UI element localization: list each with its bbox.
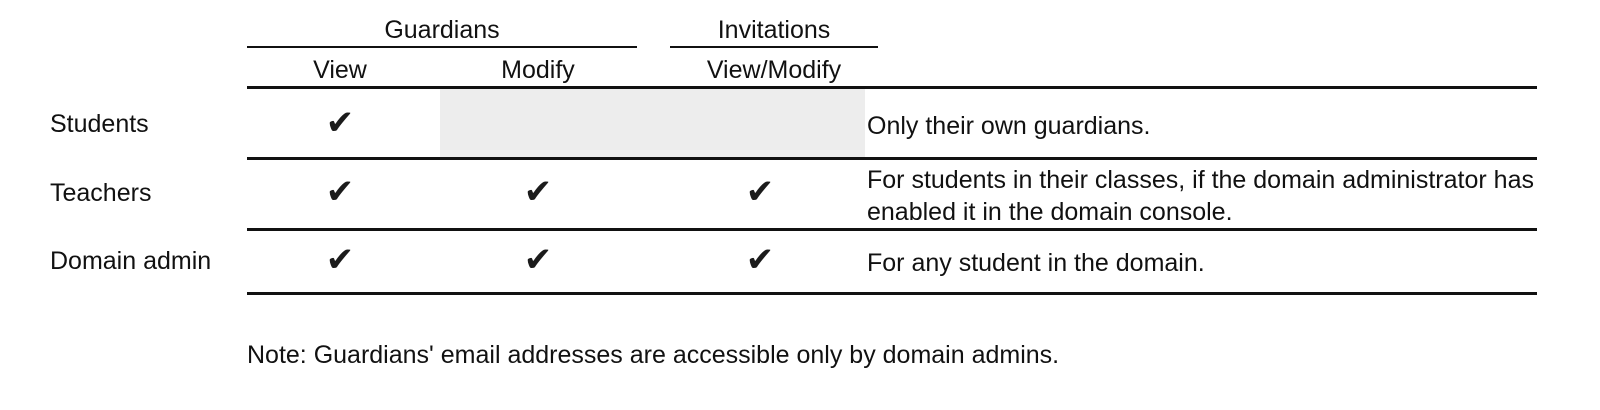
check-domain-admin-guardians-view: ✔	[325, 240, 355, 280]
description-teachers: For students in their classes, if the do…	[867, 166, 1534, 226]
group-rule-guardians	[247, 46, 637, 48]
column-header-guardians-modify: Modify	[501, 56, 575, 84]
row-rule-after-students	[247, 157, 1537, 160]
column-header-invitations-view-modify: View/Modify	[706, 56, 842, 84]
table-bottom-rule	[247, 292, 1537, 295]
group-header-invitations: Invitations	[717, 16, 831, 44]
description-domain-admin: For any student in the domain.	[867, 249, 1205, 277]
check-teachers-guardians-modify: ✔	[523, 172, 553, 212]
row-label-domain-admin: Domain admin	[50, 247, 212, 275]
row-rule-after-teachers	[247, 228, 1537, 231]
shaded-cell-students-no-access	[440, 89, 865, 157]
row-label-students: Students	[50, 110, 149, 138]
table-header-rule	[247, 86, 1537, 89]
description-students: Only their own guardians.	[867, 112, 1151, 140]
check-teachers-invitations-view-modify: ✔	[745, 172, 775, 212]
column-header-guardians-view: View	[313, 56, 367, 84]
check-domain-admin-guardians-modify: ✔	[523, 240, 553, 280]
row-label-teachers: Teachers	[50, 179, 152, 207]
table-footnote: Note: Guardians' email addresses are acc…	[247, 341, 1060, 369]
check-students-guardians-view: ✔	[325, 103, 355, 143]
check-domain-admin-invitations-view-modify: ✔	[745, 240, 775, 280]
check-teachers-guardians-view: ✔	[325, 172, 355, 212]
group-rule-invitations	[670, 46, 878, 48]
group-header-guardians: Guardians	[384, 16, 500, 44]
